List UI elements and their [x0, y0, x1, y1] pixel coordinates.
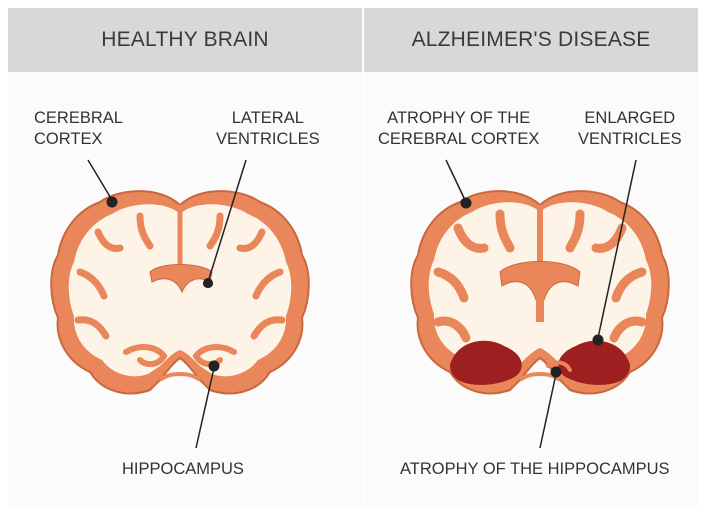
lateral-ventricles-label: LATERAL VENTRICLES: [216, 108, 320, 150]
hippocampus-label: HIPPOCAMPUS: [122, 459, 244, 480]
healthy-brain-diagram: [51, 160, 309, 448]
cerebral-cortex-label: CEREBRAL CORTEX: [34, 108, 123, 150]
atrophy-hippocampus-label: ATROPHY OF THE HIPPOCAMPUS: [400, 459, 670, 480]
enlarged-ventricles-label: ENLARGED VENTRICLES: [578, 108, 682, 150]
alzheimers-brain-diagram: [411, 160, 669, 448]
atrophy-cerebral-cortex-label: ATROPHY OF THE CEREBRAL CORTEX: [378, 108, 539, 150]
